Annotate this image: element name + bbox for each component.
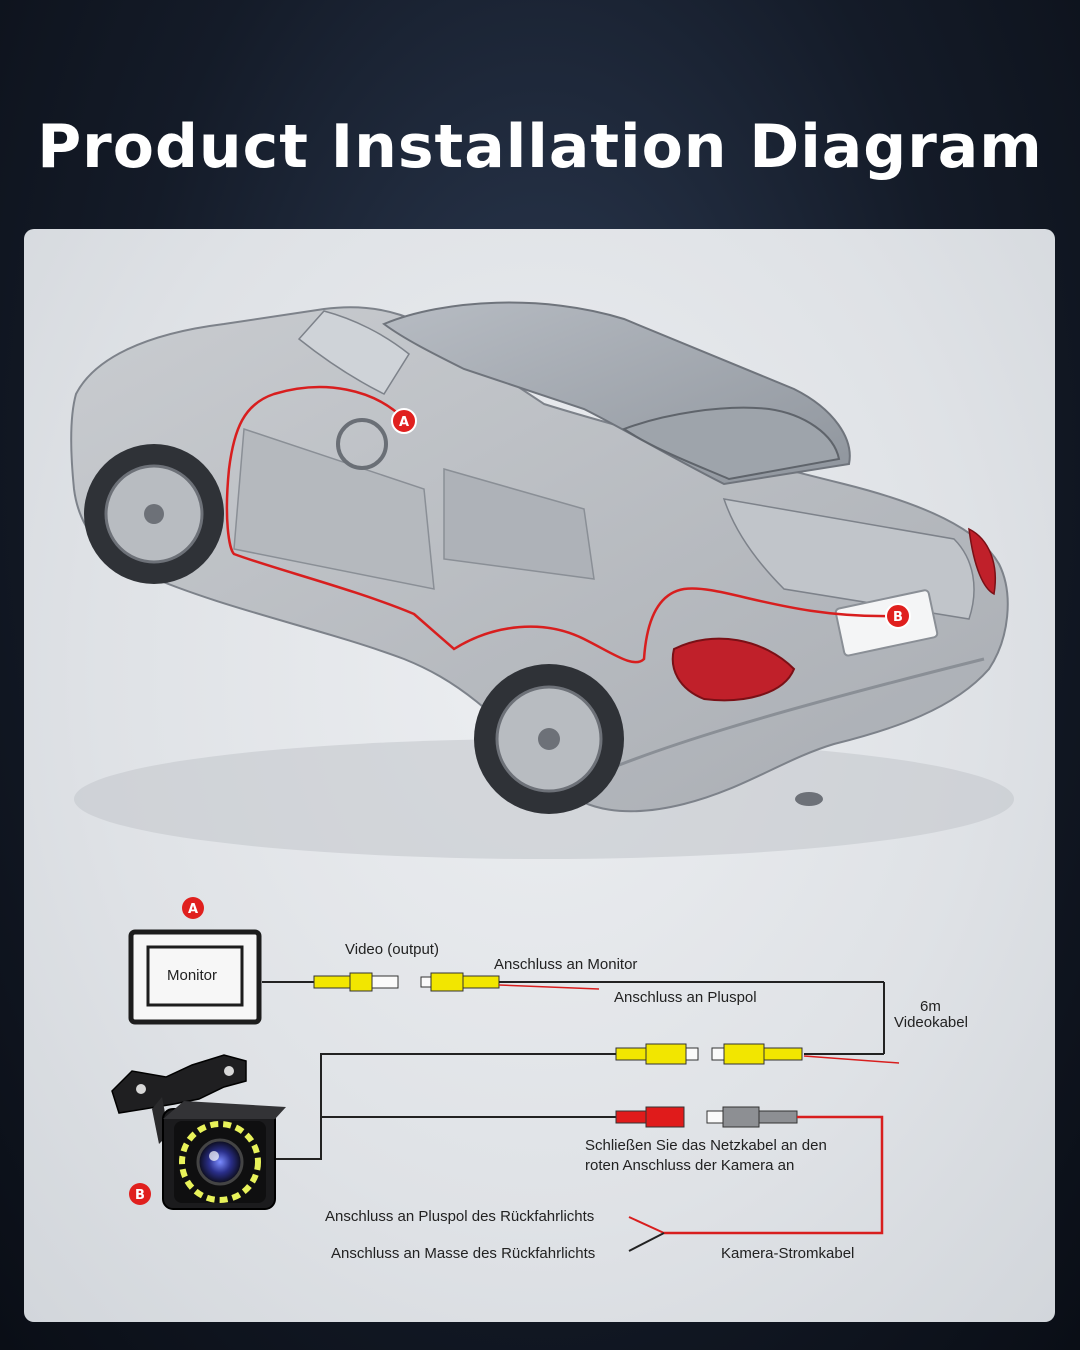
wiring-diagram: A Monitor Video (output) Anschluss an Mo… <box>111 897 968 1262</box>
marker-a-car: A <box>391 408 417 434</box>
cable-length-label: 6m <box>920 998 941 1015</box>
rear-wheel <box>474 664 624 814</box>
power-instruction-line2: roten Anschluss der Kamera an <box>585 1157 794 1174</box>
power-cable-connector <box>706 1106 798 1128</box>
camera-video-connector <box>615 1043 699 1065</box>
page-title: Product Installation Diagram <box>37 112 1043 182</box>
monitor-side-video-connector <box>420 972 500 992</box>
power-instruction-line1: Schließen Sie das Netzkabel an den <box>585 1137 827 1154</box>
diagram-panel: A B A Monitor <box>24 229 1055 1322</box>
video-output-connector <box>313 972 399 992</box>
connect-positive-label: Anschluss an Pluspol <box>614 989 757 1006</box>
backup-camera <box>111 1054 286 1210</box>
video-output-label: Video (output) <box>345 941 439 958</box>
marker-a-text: A <box>399 415 409 430</box>
camera-power-cable-label: Kamera-Stromkabel <box>721 1245 854 1262</box>
car-illustration: A B <box>70 301 1014 859</box>
reverse-positive-label: Anschluss an Pluspol des Rückfahrlichts <box>325 1208 594 1225</box>
connect-monitor-label: Anschluss an Monitor <box>494 956 637 973</box>
cable-name-label: Videokabel <box>894 1014 968 1031</box>
reverse-ground-label: Anschluss an Masse des Rückfahrlichts <box>331 1245 595 1262</box>
monitor-label: Monitor <box>167 967 217 984</box>
monitor-box: Monitor <box>128 929 262 1025</box>
marker-a-wiring: A <box>182 897 204 919</box>
marker-b-wiring: B <box>129 1183 151 1205</box>
installation-diagram: A B A Monitor <box>70 301 1014 1262</box>
marker-b-car: B <box>885 603 911 629</box>
camera-power-connector-red <box>615 1106 685 1128</box>
marker-b-text: B <box>893 610 903 625</box>
marker-a-wiring-text: A <box>188 902 198 917</box>
cable-video-connector <box>711 1043 803 1065</box>
front-wheel <box>84 444 224 584</box>
marker-b-wiring-text: B <box>135 1188 145 1203</box>
